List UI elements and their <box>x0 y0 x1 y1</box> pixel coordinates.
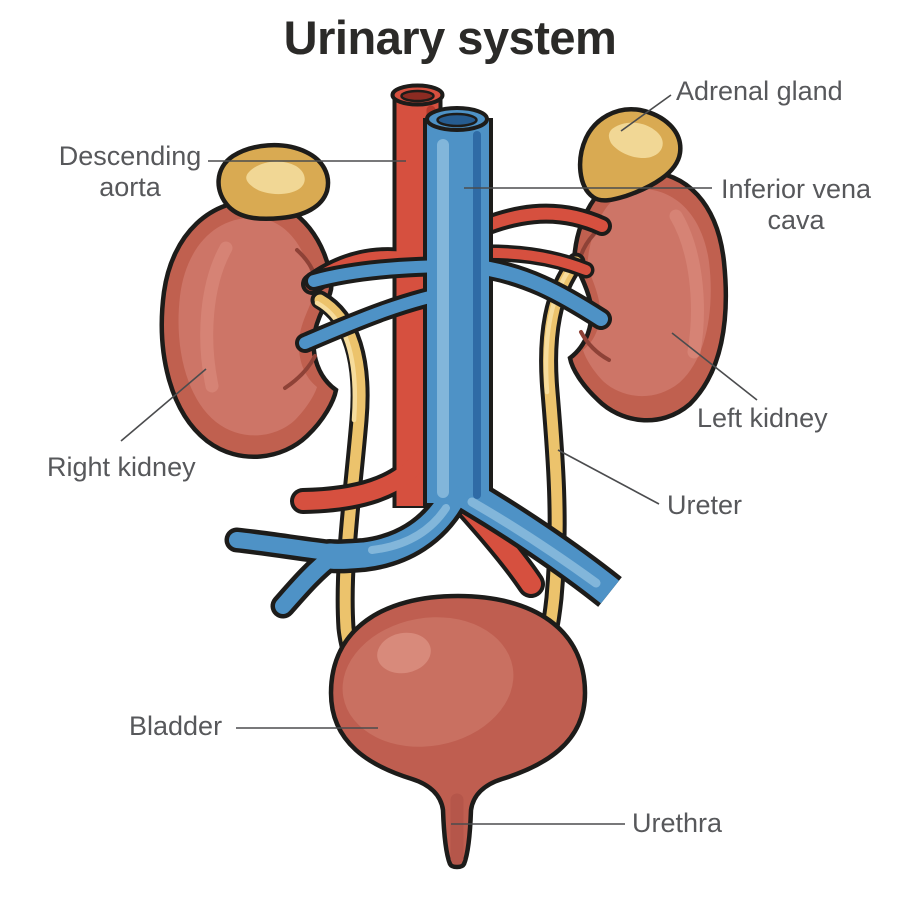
right-iliac-vein-sheen <box>368 504 450 554</box>
label-right-kidney: Right kidney <box>47 452 196 482</box>
left-ureter <box>531 252 586 670</box>
left-kidney-hilum-line-bottom <box>579 330 611 362</box>
left-kidney-pointer-line <box>671 332 758 401</box>
bladder-shape <box>328 593 588 870</box>
right-iliac-artery <box>294 451 429 510</box>
right-kidney-hilum-line-bottom <box>283 354 317 390</box>
label-ureter: Ureter <box>667 490 743 520</box>
left-kidney-shape <box>567 169 729 423</box>
ureter-pointer-line <box>557 449 660 505</box>
inferior-vena-cava-shape <box>224 106 622 619</box>
pointer-lines <box>120 94 758 825</box>
right-iliac-vein-prong-b <box>275 548 341 614</box>
label-inferior-vena-cava: Inferior vena cava <box>720 174 872 236</box>
left-adrenal-gland-shape <box>577 107 683 203</box>
bladder-sheen <box>377 632 431 674</box>
aorta-lumen <box>400 89 435 103</box>
label-descending-aorta: Descending aorta <box>58 141 202 203</box>
diagram-title: Urinary system <box>283 11 617 64</box>
adrenal-gland-pointer-line <box>620 94 672 132</box>
right-kidney-pointer-line <box>120 368 207 442</box>
right-kidney-highlight <box>200 241 233 393</box>
label-urethra: Urethra <box>632 808 723 838</box>
label-adrenal-gland: Adrenal gland <box>676 76 843 106</box>
left-kidney-highlight <box>669 209 704 359</box>
vena-cava-lumen <box>436 112 478 128</box>
left-adrenal-highlight <box>608 122 663 159</box>
left-iliac-vein-sheen <box>467 497 601 588</box>
renal-vein-left <box>463 259 608 326</box>
left-ureter-sheen <box>543 264 574 395</box>
right-ureter-sheen <box>314 300 358 423</box>
right-adrenal-highlight <box>246 161 305 195</box>
right-kidney-shape <box>159 198 339 460</box>
right-adrenal-gland-shape <box>216 142 331 222</box>
label-left-kidney: Left kidney <box>697 403 828 433</box>
left-kidney-inner <box>583 188 711 397</box>
label-bladder: Bladder <box>129 711 223 741</box>
